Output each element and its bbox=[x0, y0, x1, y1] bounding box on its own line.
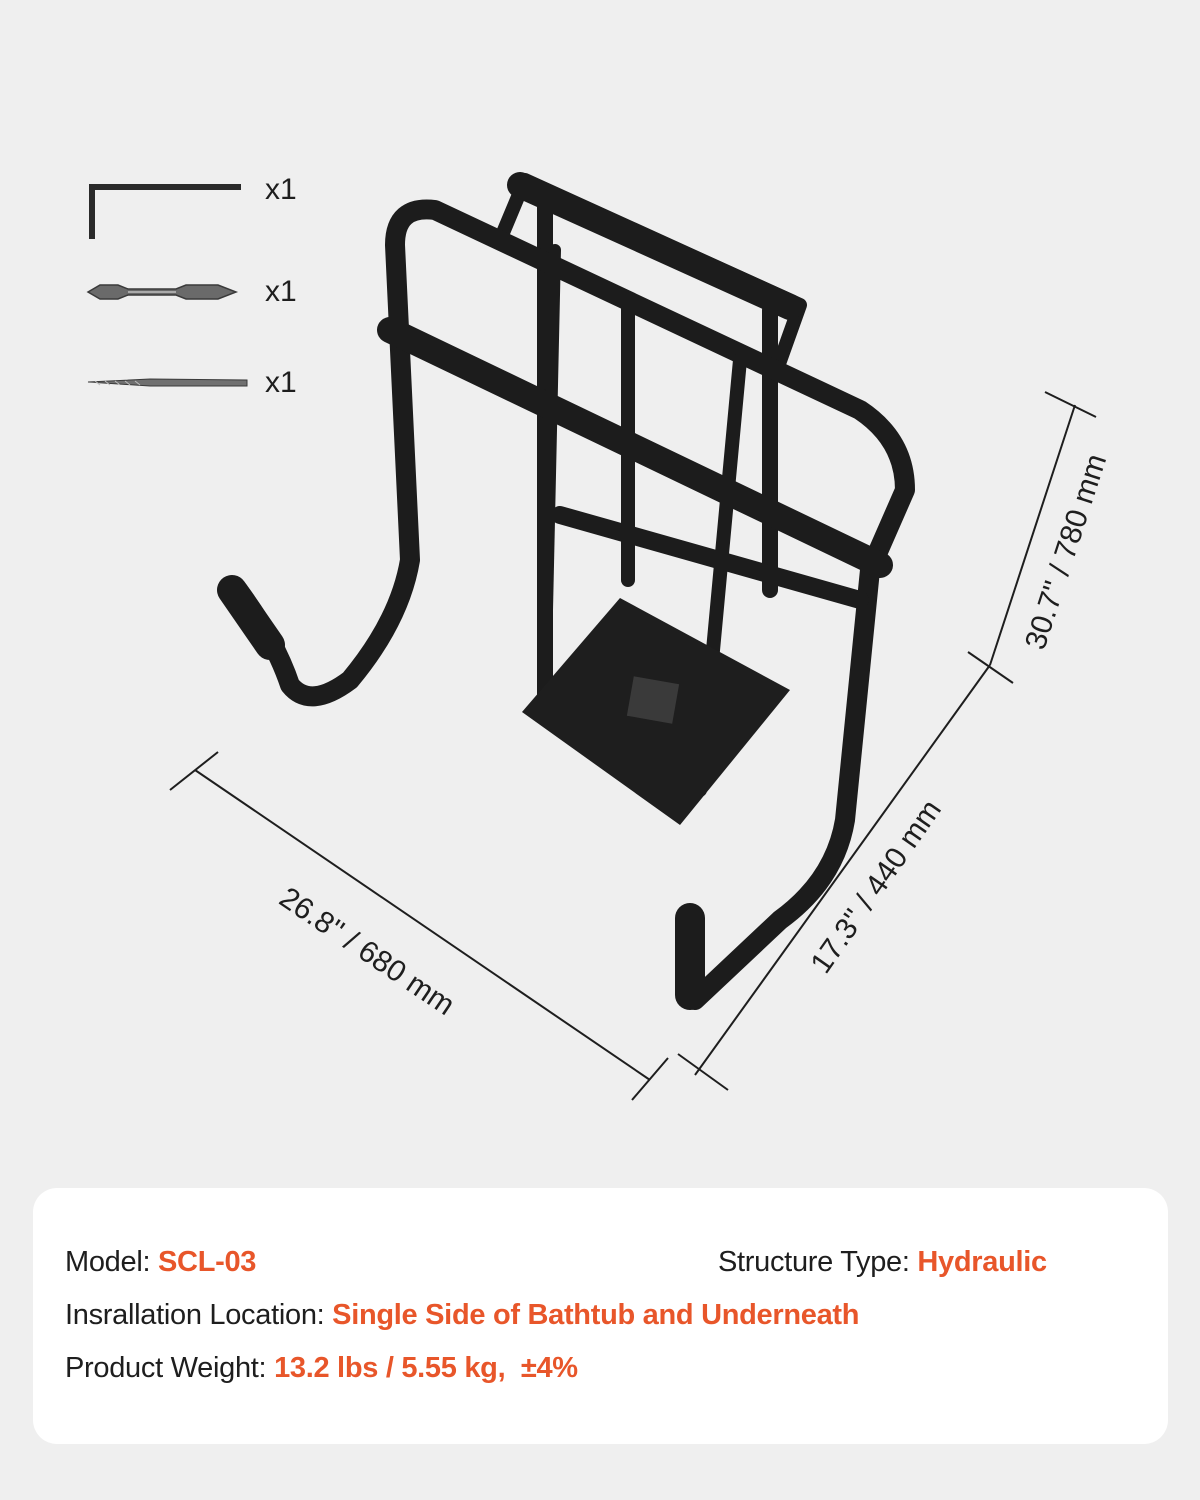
spec-weight: Product Weight: 13.2 lbs / 5.55 kg, ±4% bbox=[65, 1352, 578, 1385]
drill-bit-icon bbox=[87, 378, 248, 387]
allen-key-icon bbox=[89, 184, 241, 239]
product-frame-illustration bbox=[228, 172, 915, 1010]
spec-location-label: Insrallation Location: bbox=[65, 1299, 325, 1331]
screwdriver-bit-icon bbox=[86, 284, 239, 300]
spec-structure: Structure Type: Hydraulic bbox=[718, 1246, 1047, 1279]
drill-bit-quantity: x1 bbox=[265, 366, 297, 399]
spec-card: Model: SCL-03 Structure Type: Hydraulic … bbox=[33, 1188, 1168, 1444]
allen-key-quantity: x1 bbox=[265, 173, 297, 206]
spec-model-value: SCL-03 bbox=[158, 1246, 257, 1278]
spec-model: Model: SCL-03 bbox=[65, 1246, 256, 1279]
spec-weight-label: Product Weight: bbox=[65, 1352, 267, 1384]
spec-model-label: Model: bbox=[65, 1246, 151, 1278]
dimension-lines bbox=[169, 391, 1097, 1101]
spec-structure-label: Structure Type: bbox=[718, 1246, 910, 1278]
spec-weight-value: 13.2 lbs / 5.55 kg, ±4% bbox=[274, 1352, 578, 1384]
screwdriver-bit-quantity: x1 bbox=[265, 275, 297, 308]
spec-structure-value: Hydraulic bbox=[917, 1246, 1047, 1278]
product-figure bbox=[86, 172, 1097, 1101]
spec-location-value: Single Side of Bathtub and Underneath bbox=[332, 1299, 860, 1331]
spec-location: Insrallation Location: Single Side of Ba… bbox=[65, 1299, 860, 1332]
